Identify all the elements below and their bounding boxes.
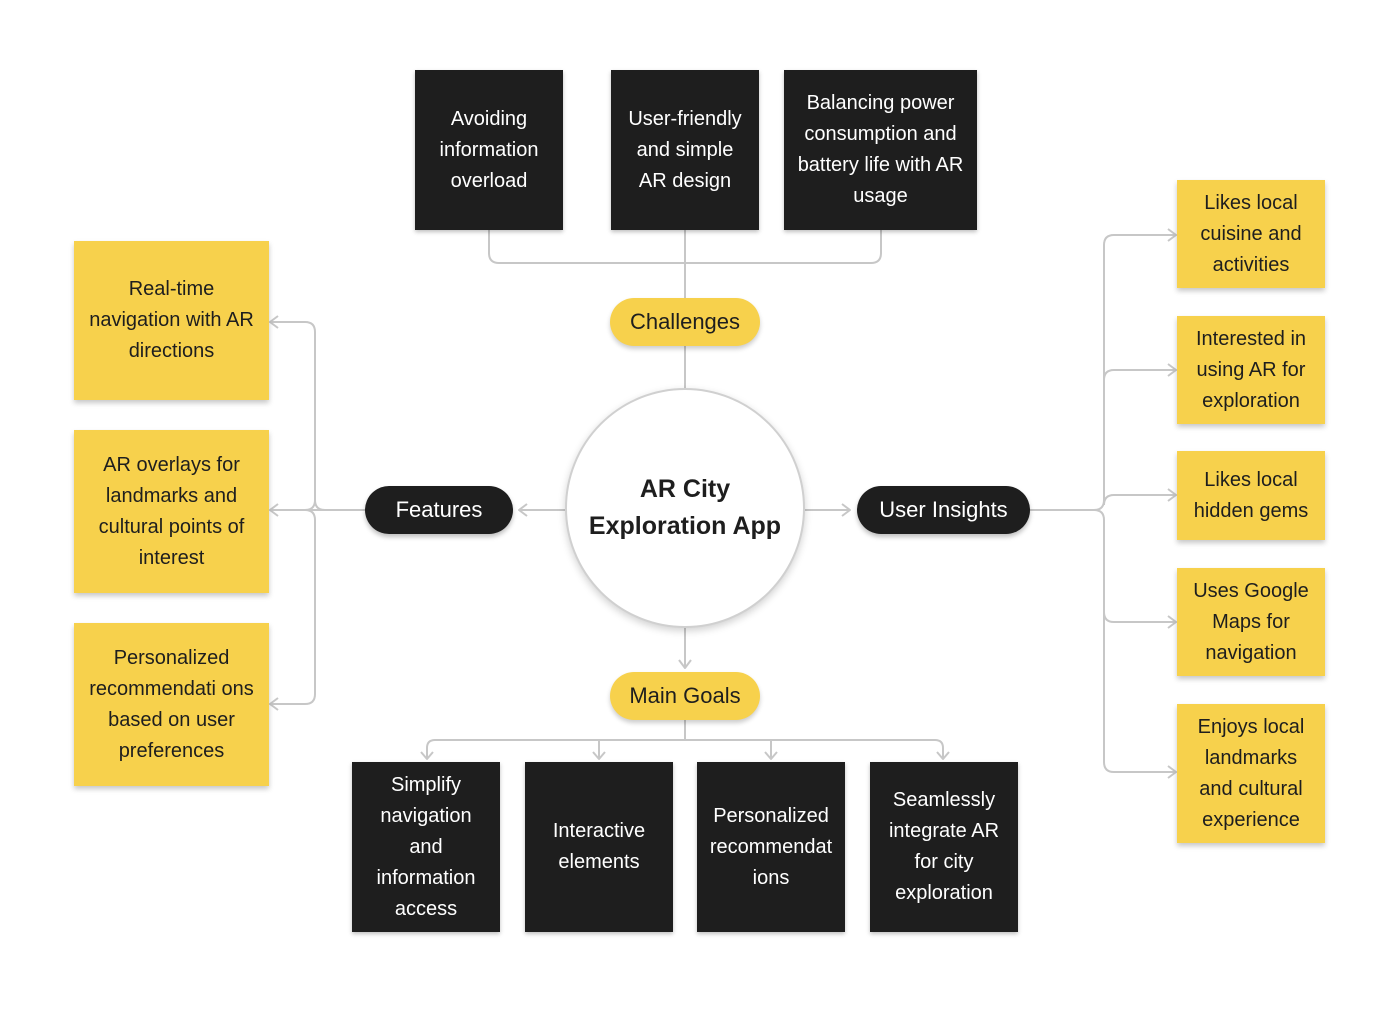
feature-note-3: Personalized recommendati ons based on u…: [74, 623, 269, 786]
insight-note-1: Likes local cuisine and activities: [1177, 180, 1325, 288]
challenge-card-3: Balancing power consumption and battery …: [784, 70, 977, 230]
connector-features-tree: [270, 321, 365, 705]
connector-goals-arrowheads: [420, 751, 950, 760]
connector-center-to-goals: [678, 628, 692, 669]
challenge-card-2: User-friendly and simple AR design: [611, 70, 759, 230]
insight-note-3: Likes local hidden gems: [1177, 451, 1325, 540]
main-goals-pill: Main Goals: [610, 672, 760, 720]
feature-note-2: AR overlays for landmarks and cultural p…: [74, 430, 269, 593]
connector-challenges-tree: [488, 230, 882, 298]
connector-center-to-insights: [805, 503, 851, 517]
insight-note-5: Enjoys local landmarks and cultural expe…: [1177, 704, 1325, 843]
connector-insights-tree: [1030, 234, 1176, 773]
insight-note-4: Uses Google Maps for navigation: [1177, 568, 1325, 676]
goal-card-4: Seamlessly integrate AR for city explora…: [870, 762, 1018, 932]
center-topic: AR City Exploration App: [565, 388, 805, 628]
challenge-card-1: Avoiding information overload: [415, 70, 563, 230]
insight-note-2: Interested in using AR for exploration: [1177, 316, 1325, 424]
features-pill: Features: [365, 486, 513, 534]
connector-insights-arrowheads: [1167, 228, 1177, 779]
challenges-pill: Challenges: [610, 298, 760, 346]
user-insights-pill: User Insights: [857, 486, 1030, 534]
connector-center-to-features: [518, 503, 565, 517]
connector-features-arrowheads: [269, 315, 279, 711]
goal-card-2: Interactive elements: [525, 762, 673, 932]
connector-goals-tree: [426, 720, 944, 758]
goal-card-3: Personalized recommendat ions: [697, 762, 845, 932]
feature-note-1: Real-time navigation with AR directions: [74, 241, 269, 400]
goal-card-1: Simplify navigation and information acce…: [352, 762, 500, 932]
